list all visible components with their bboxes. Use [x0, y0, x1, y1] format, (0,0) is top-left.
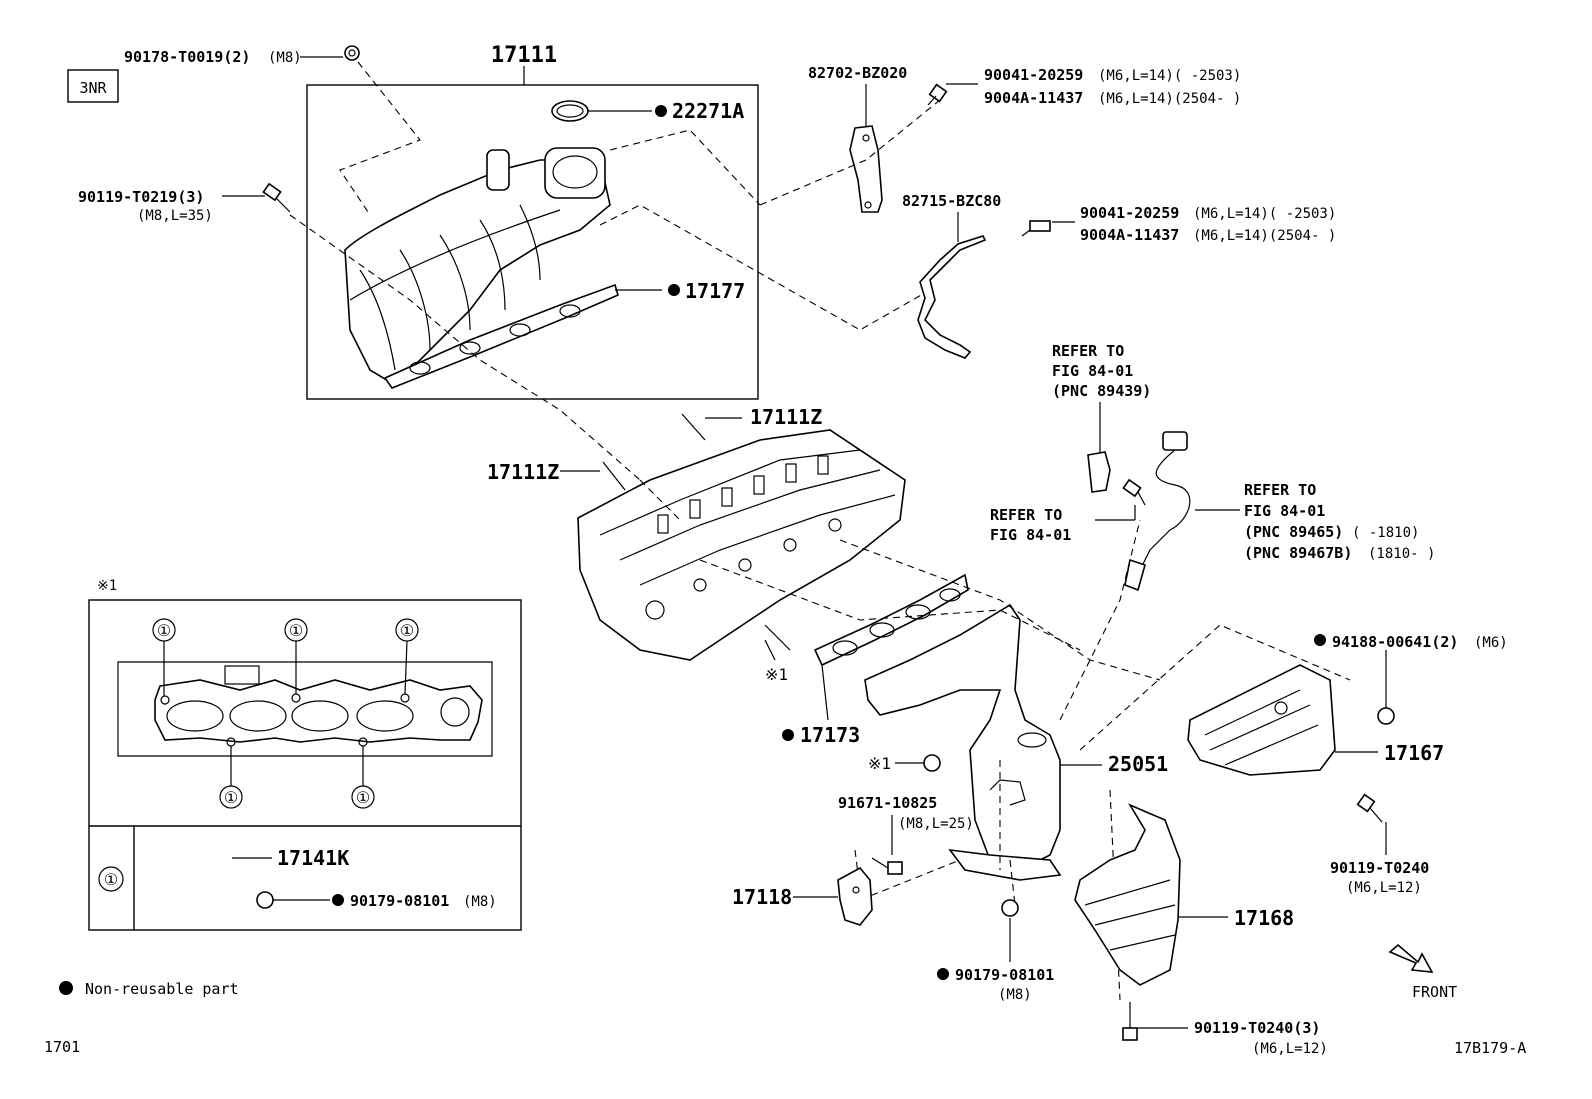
part-90041-b-code[interactable]: 90041-20259: [1080, 204, 1179, 222]
inset-callouts: [152, 618, 419, 809]
nut-conv[interactable]: [923, 754, 941, 772]
bolt-90119-t0240-b[interactable]: [1122, 1002, 1138, 1041]
note-mark-nut: ※1: [868, 754, 891, 773]
part-9004a-b-code[interactable]: 9004A-11437: [1080, 226, 1179, 244]
stud-17111z-a[interactable]: [681, 413, 706, 441]
callout-1c: ①: [400, 621, 414, 640]
bolt-91671[interactable]: [871, 857, 903, 875]
refer1-line3[interactable]: (PNC 89439): [1052, 382, 1151, 400]
refer3-line4b: (1810- ): [1368, 546, 1435, 562]
figure-number: 1701: [44, 1038, 80, 1056]
inset-box: [88, 599, 522, 931]
part-90178-code[interactable]: 90178-T0019(2): [124, 48, 250, 66]
refer2-line1: REFER TO: [990, 506, 1062, 524]
part-90179-mid-spec: (M8): [998, 987, 1032, 1003]
part-90041-a-code[interactable]: 90041-20259: [984, 66, 1083, 84]
legend-text: Non-reusable part: [85, 980, 239, 998]
note-mark-stud: ※1: [765, 665, 788, 684]
part-17168[interactable]: 17168: [1234, 906, 1294, 930]
refer3-line3b: ( -1810): [1352, 525, 1419, 541]
front-label: FRONT: [1412, 983, 1457, 1001]
part-90179-box-code[interactable]: 90179-08101: [350, 892, 449, 910]
insulator-17167[interactable]: [1187, 664, 1336, 776]
cylinder-head-part[interactable]: [577, 429, 906, 661]
engine-tag-box: [67, 69, 119, 103]
stud-17141k[interactable]: [186, 835, 234, 873]
stud-17111z-c[interactable]: [764, 624, 791, 651]
part-82702[interactable]: 82702-BZ020: [808, 64, 907, 82]
bracket-82715[interactable]: [917, 235, 987, 359]
sensor-89439[interactable]: [1087, 451, 1111, 493]
o2-sensor[interactable]: [1124, 431, 1191, 592]
nut-94188[interactable]: [1377, 707, 1395, 725]
callout-1e: ①: [356, 788, 370, 807]
part-90179-mid-code[interactable]: 90179-08101: [955, 966, 1054, 984]
refer1-line1: REFER TO: [1052, 342, 1124, 360]
part-17111[interactable]: 17111: [491, 43, 557, 68]
part-91671-spec: (M8,L=25): [898, 816, 974, 832]
refer3-line3[interactable]: (PNC 89465): [1244, 523, 1343, 541]
part-17173[interactable]: 17173: [800, 723, 860, 747]
part-90178-spec: (M8): [268, 50, 302, 66]
part-17118[interactable]: 17118: [732, 885, 792, 909]
refer3-line1: REFER TO: [1244, 481, 1316, 499]
part-90041-a-spec: (M6,L=14)( -2503): [1098, 68, 1241, 84]
refer3-line4[interactable]: (PNC 89467B): [1244, 544, 1352, 562]
inset-head-face: [117, 661, 493, 757]
part-91671-code[interactable]: 91671-10825: [838, 794, 937, 812]
engine-tag: 3NR: [79, 79, 107, 97]
bolt-90119-t0240-a[interactable]: [1356, 793, 1383, 823]
bolt-90119-t0219[interactable]: [262, 182, 291, 213]
callout-1d: ①: [224, 788, 238, 807]
part-17167[interactable]: 17167: [1384, 741, 1444, 765]
exhaust-manifold-25051[interactable]: [864, 603, 1062, 881]
bolt-90041-a[interactable]: [927, 83, 948, 106]
part-90041-b-spec: (M6,L=14)( -2503): [1193, 206, 1336, 222]
stud-17111z-b[interactable]: [602, 461, 626, 491]
part-17111z-b[interactable]: 17111Z: [487, 460, 559, 484]
part-22271a[interactable]: 22271A: [672, 99, 744, 123]
part-9004a-a-spec: (M6,L=14)(2504- ): [1098, 91, 1241, 107]
inset-note-mark: ※1: [97, 578, 117, 594]
nut-90179-mid[interactable]: [1001, 899, 1019, 917]
refer3-line2: FIG 84-01: [1244, 502, 1325, 520]
part-90119-t0219-code[interactable]: 90119-T0219(3): [78, 188, 204, 206]
bracket-82702[interactable]: [849, 125, 883, 213]
figure-reference: 17B179-A: [1454, 1039, 1526, 1057]
intake-manifold-box: [306, 84, 759, 400]
part-17177[interactable]: 17177: [685, 279, 745, 303]
part-94188-spec: (M6): [1474, 635, 1508, 651]
refer2-line2[interactable]: FIG 84-01: [990, 526, 1071, 544]
part-9004a-a-code[interactable]: 9004A-11437: [984, 89, 1083, 107]
part-90119-t0240-b-spec: (M6,L=12): [1252, 1041, 1328, 1057]
bolt-sensor[interactable]: [1122, 478, 1146, 506]
callout-1a: ①: [157, 621, 171, 640]
part-9004a-b-spec: (M6,L=14)(2504- ): [1193, 228, 1336, 244]
part-94188-code[interactable]: 94188-00641(2): [1332, 633, 1458, 651]
callout-1b: ①: [289, 621, 303, 640]
refer1-line2: FIG 84-01: [1052, 362, 1133, 380]
nut-90178[interactable]: [344, 45, 360, 61]
bracket-17118[interactable]: [837, 866, 873, 926]
inset-row-marker: ①: [104, 870, 118, 889]
part-90119-t0240-b-code[interactable]: 90119-T0240(3): [1194, 1019, 1320, 1037]
part-17141k[interactable]: 17141K: [277, 846, 349, 870]
part-25051[interactable]: 25051: [1108, 752, 1168, 776]
part-90119-t0240-a-code[interactable]: 90119-T0240: [1330, 859, 1429, 877]
part-82715[interactable]: 82715-BZC80: [902, 192, 1001, 210]
non-reusable-dot-icon: [59, 981, 73, 995]
part-90179-box-spec: (M8): [463, 894, 497, 910]
part-17111z-a[interactable]: 17111Z: [750, 405, 822, 429]
front-arrow-icon: [1388, 943, 1434, 973]
insulator-17168[interactable]: [1074, 803, 1181, 986]
part-90119-t0240-a-spec: (M6,L=12): [1346, 880, 1422, 896]
intake-manifold-part[interactable]: [344, 147, 611, 387]
nut-90179-box[interactable]: [256, 891, 274, 909]
bolt-90041-b[interactable]: [1021, 220, 1051, 237]
part-90119-t0219-spec: (M8,L=35): [137, 208, 213, 224]
